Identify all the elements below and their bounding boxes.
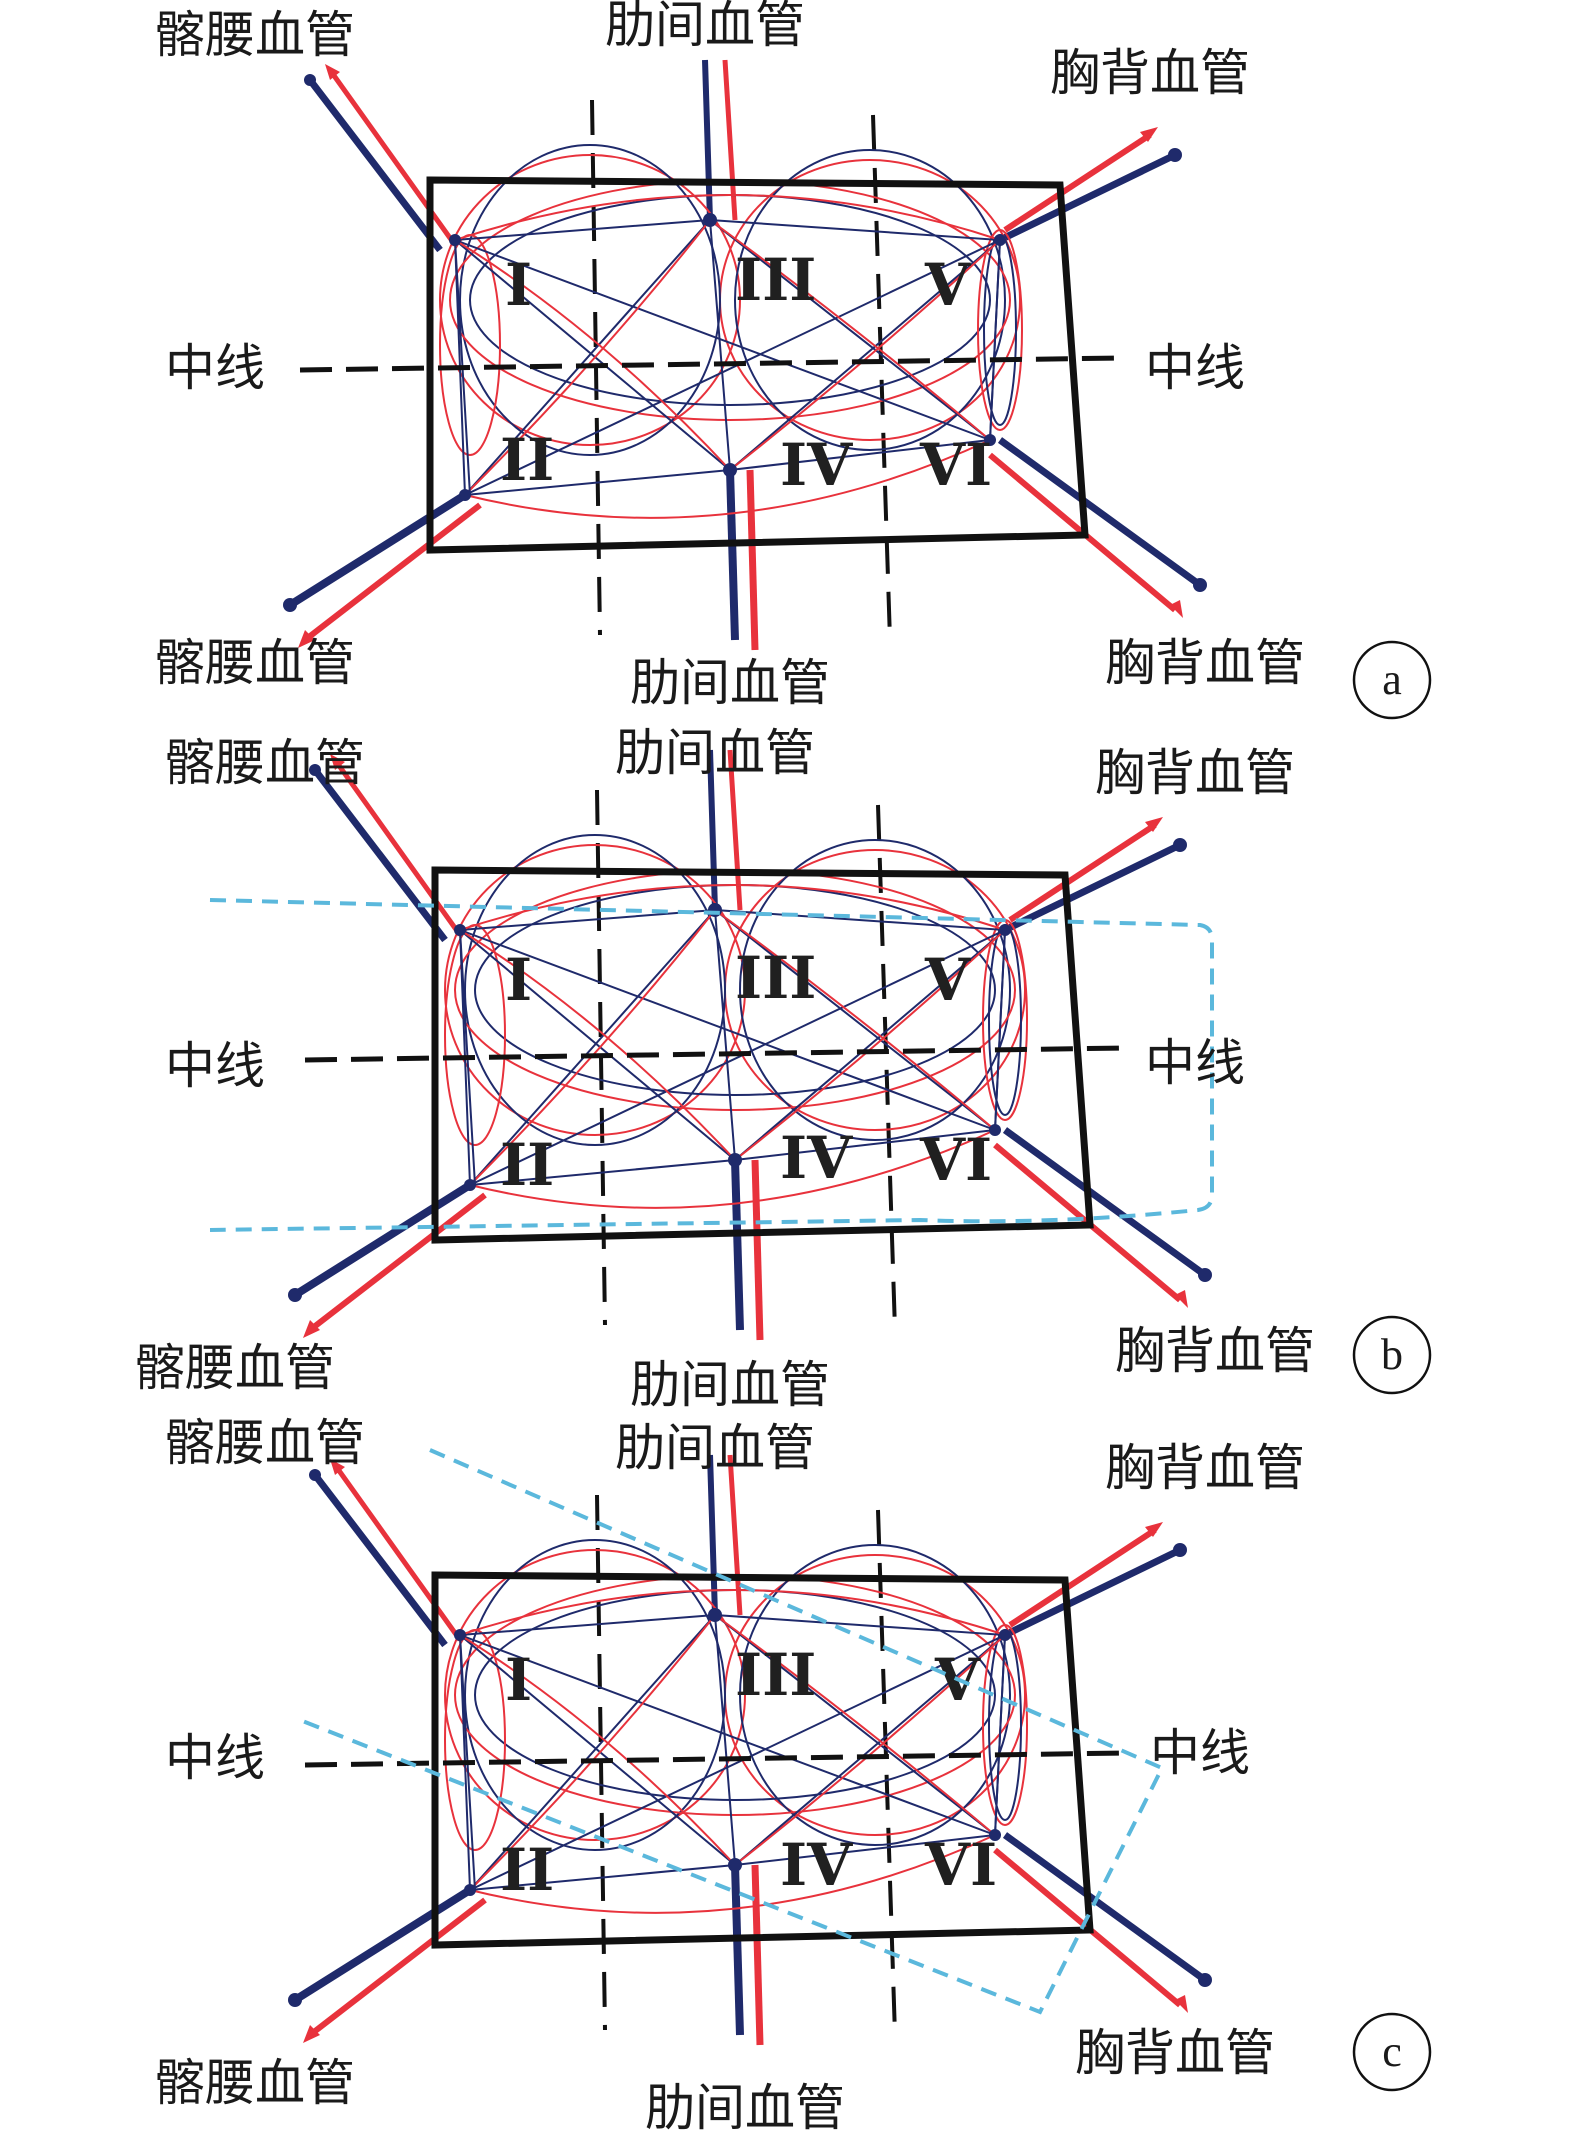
zone-ii: II xyxy=(500,426,554,494)
label-thoracodorsal-bottom: 胸背血管 xyxy=(1075,2024,1275,2082)
panel-a-badge xyxy=(1352,640,1432,720)
zone-v: V xyxy=(924,251,971,319)
flap-outline-c xyxy=(299,1448,1165,2015)
zone-iv: IV xyxy=(780,431,853,499)
label-midline-right: 中线 xyxy=(1145,1034,1245,1092)
panel-c-badge xyxy=(1352,2012,1432,2092)
label-intercostal-bottom: 肋间血管 xyxy=(645,2079,845,2137)
panel-c: I II III IV V VI 髂腰血管 肋间血管 胸背血管 中线 中线 髂腰… xyxy=(155,1414,1432,2137)
zone-labels: I II III IV V VI xyxy=(500,944,992,1199)
zone-i: I xyxy=(505,1646,532,1714)
label-thoracodorsal-top: 胸背血管 xyxy=(1050,44,1250,102)
zone-labels: I II III IV V VI xyxy=(500,246,992,499)
zone-labels: I II III IV V VI xyxy=(500,1641,997,1904)
label-iliolumbar-top: 髂腰血管 xyxy=(165,1414,365,1472)
panel-a: I II III IV V VI 髂腰血管 肋间血管 胸背血管 中线 中线 髂腰… xyxy=(155,0,1432,720)
label-intercostal-bottom: 肋间血管 xyxy=(630,654,830,712)
panel-c-letter: c xyxy=(1382,2027,1402,2076)
label-thoracodorsal-bottom: 胸背血管 xyxy=(1105,634,1305,692)
label-intercostal-top: 肋间血管 xyxy=(615,1419,815,1477)
label-midline-right: 中线 xyxy=(1145,339,1245,397)
zone-ii: II xyxy=(500,1836,554,1904)
zone-v: V xyxy=(924,946,971,1014)
label-iliolumbar-bottom: 髂腰血管 xyxy=(155,2054,355,2112)
zone-iii: III xyxy=(735,246,816,314)
panel-b-letter: b xyxy=(1381,1330,1403,1379)
label-midline-right: 中线 xyxy=(1150,1724,1250,1782)
panel-b-badge xyxy=(1352,1315,1432,1395)
label-thoracodorsal-top: 胸背血管 xyxy=(1095,744,1295,802)
zone-vi: VI xyxy=(924,1831,997,1899)
zone-iv: IV xyxy=(780,1831,853,1899)
panel-b: I II III IV V VI 髂腰血管 肋间血管 胸背血管 中线 中线 髂腰… xyxy=(135,724,1432,1414)
label-intercostal-bottom: 肋间血管 xyxy=(630,1356,830,1414)
zone-ii: II xyxy=(500,1131,554,1199)
zone-iv: IV xyxy=(780,1124,853,1192)
label-midline-left: 中线 xyxy=(165,1037,265,1095)
panel-a-letter: a xyxy=(1382,655,1402,704)
label-iliolumbar-top: 髂腰血管 xyxy=(165,734,365,792)
label-iliolumbar-bottom: 髂腰血管 xyxy=(155,634,355,692)
zone-vi: VI xyxy=(919,1126,992,1194)
zone-i: I xyxy=(505,946,532,1014)
flap-outline-b xyxy=(209,898,1214,1232)
zone-i: I xyxy=(505,251,532,319)
label-iliolumbar-top: 髂腰血管 xyxy=(155,6,355,64)
label-intercostal-top: 肋间血管 xyxy=(615,724,815,782)
label-thoracodorsal-bottom: 胸背血管 xyxy=(1115,1322,1315,1380)
label-thoracodorsal-top: 胸背血管 xyxy=(1105,1439,1305,1497)
label-midline-left: 中线 xyxy=(165,339,265,397)
label-midline-left: 中线 xyxy=(165,1729,265,1787)
zone-iii: III xyxy=(735,1641,816,1709)
label-iliolumbar-bottom: 髂腰血管 xyxy=(135,1339,335,1397)
zone-vi: VI xyxy=(919,431,992,499)
label-intercostal-top: 肋间血管 xyxy=(605,0,805,54)
zone-iii: III xyxy=(735,944,816,1012)
